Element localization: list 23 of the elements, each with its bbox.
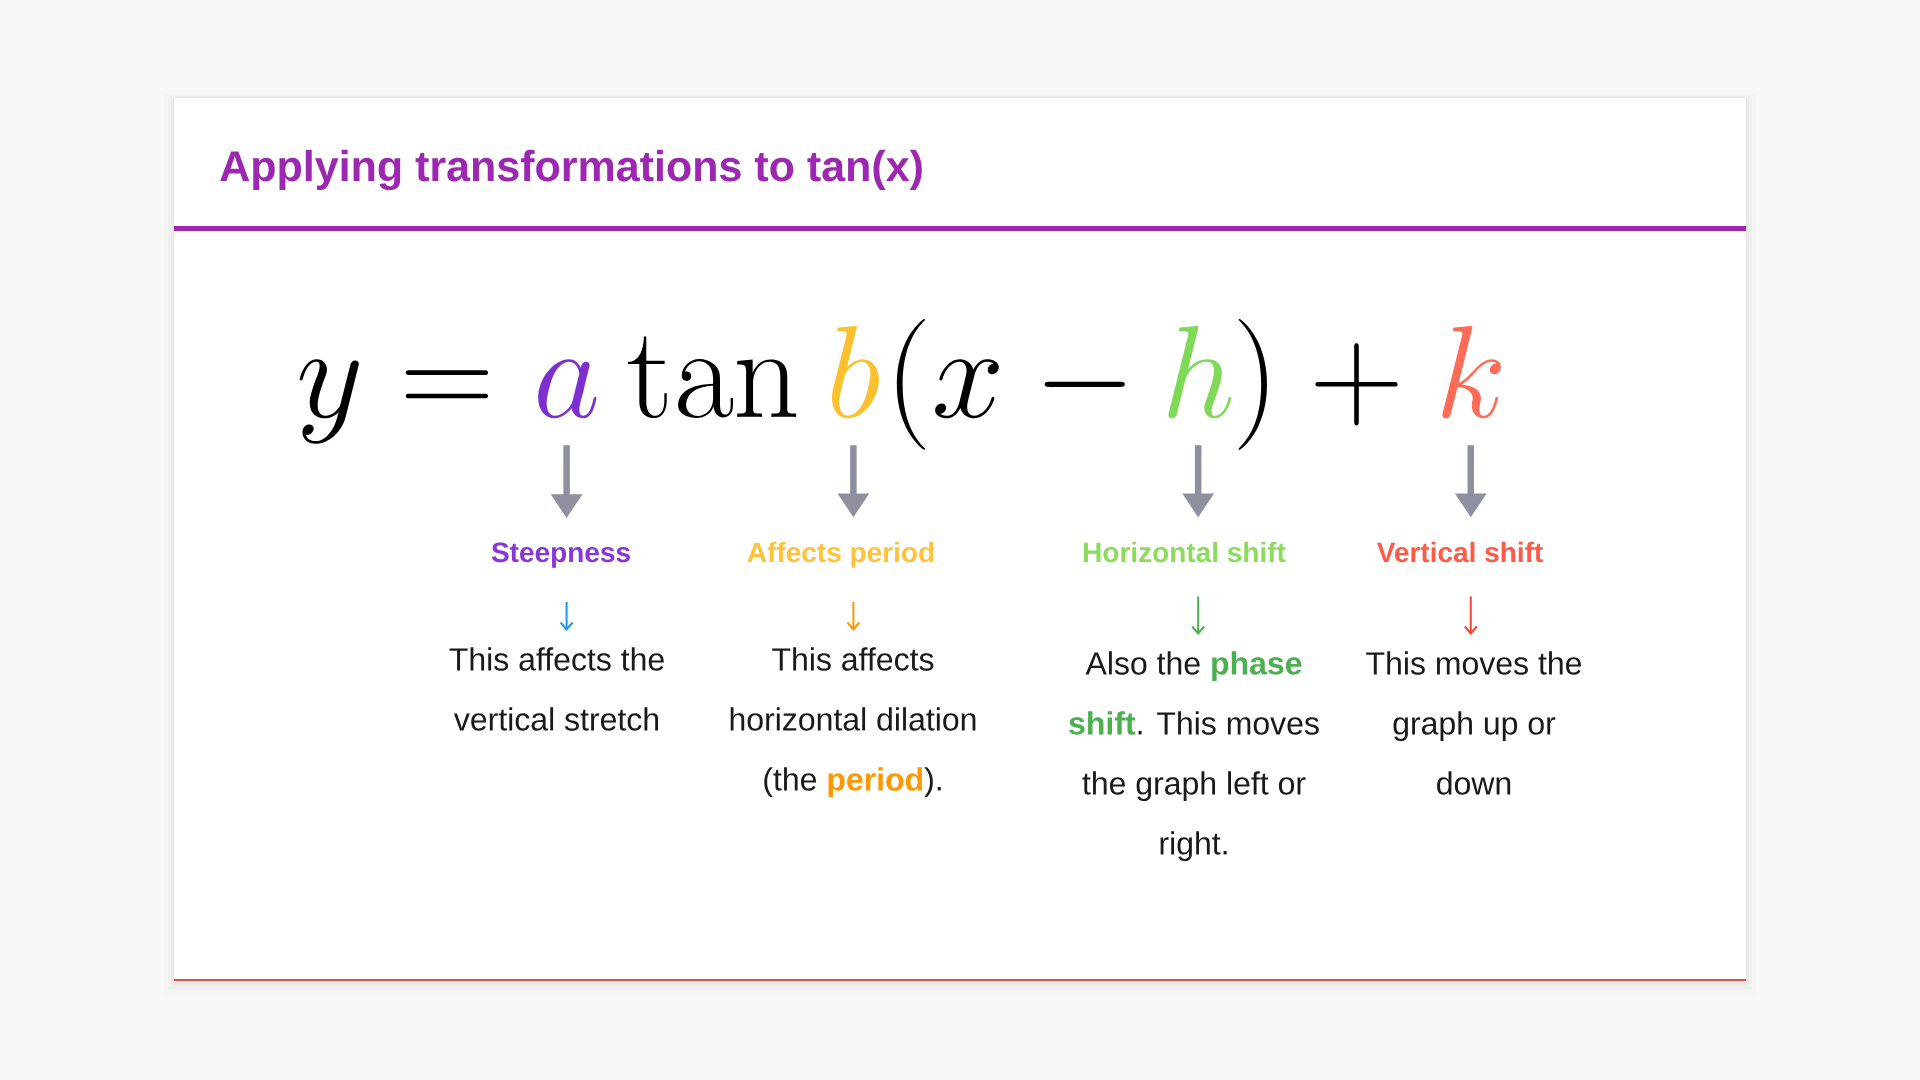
- equation-term: $y =$: [299, 359, 488, 444]
- variable-letter: $k$: [1442, 326, 1501, 419]
- description-text: This moves the graph up or down: [1366, 651, 1582, 795]
- equation-term: $\tan$: [627, 336, 797, 419]
- arrow: [1191, 595, 1206, 635]
- parameter-name: Affects period: [747, 541, 934, 568]
- equation-term: $+$: [1315, 343, 1398, 426]
- arrow: [559, 601, 574, 631]
- equation-term: $)$: [1238, 318, 1267, 450]
- description-text: This affects horizontal dilation (the period).: [730, 647, 976, 798]
- parameter-name: Vertical shift: [1376, 541, 1543, 563]
- equation-term: $-$: [1044, 381, 1125, 387]
- equation-term: $(x$: [896, 318, 999, 450]
- description-text: Also the phase shift. This moves the graph left or right.: [1069, 651, 1319, 862]
- parameter-name: Steepness: [491, 542, 630, 568]
- arrow: [846, 601, 861, 631]
- arrow: [1463, 595, 1478, 635]
- parameter-name: Horizontal shift: [1084, 541, 1286, 563]
- title: Applying transformations to tan(x): [220, 149, 922, 191]
- variable-letter: $b$: [832, 326, 879, 419]
- variable-letter: $h$: [1168, 326, 1232, 419]
- description-text: This affects the vertical stretch: [449, 647, 664, 731]
- variable-letter: $a$: [538, 359, 597, 419]
